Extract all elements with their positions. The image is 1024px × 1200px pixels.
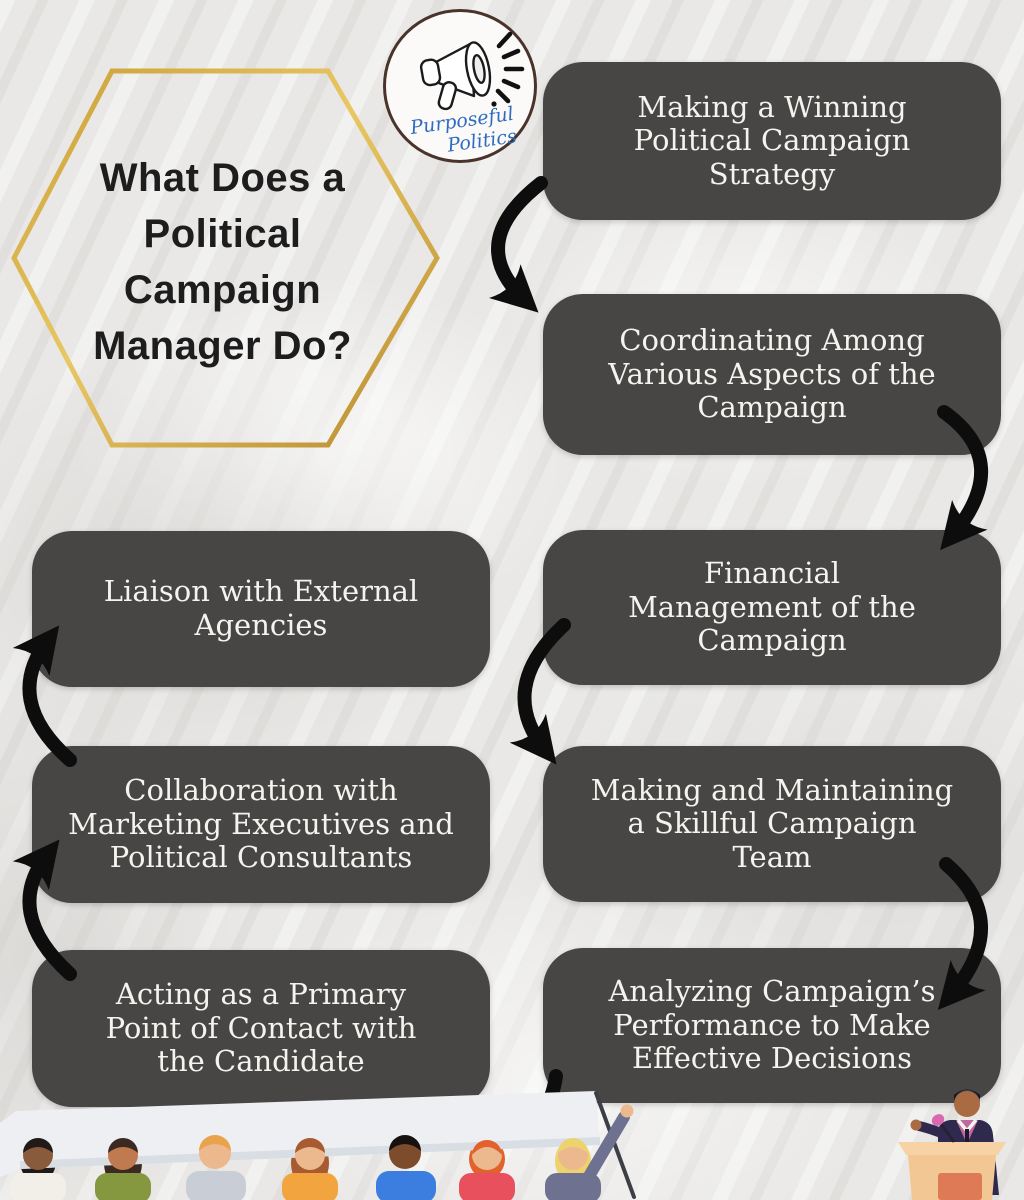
flow-box-campaign-team: Making and Maintaining a Skillful Campai…: [543, 746, 1001, 902]
hexagon-frame: [11, 68, 440, 448]
flow-box-analyzing-performance: Analyzing Campaign’s Performance to Make…: [543, 948, 1001, 1103]
flow-box-financial-management: Financial Management of the Campaign: [543, 530, 1001, 685]
title-line-4: Manager Do?: [93, 324, 352, 368]
flow-box-coordinating-aspects: Coordinating Among Various Aspects of th…: [543, 294, 1001, 455]
megaphone-icon: [419, 31, 525, 111]
title-line-1: What Does a: [99, 156, 346, 200]
page-title: What Does a Political Campaign Manager D…: [30, 150, 415, 374]
flow-box-liaison-agencies: Liaison with External Agencies: [32, 531, 490, 687]
flow-box-winning-strategy: Making a Winning Political Campaign Stra…: [543, 62, 1001, 220]
flow-box-collaboration: Collaboration with Marketing Executives …: [32, 746, 490, 903]
flow-box-primary-contact: Acting as a Primary Point of Contact wit…: [32, 950, 490, 1107]
sound-dot: [491, 101, 497, 107]
brand-logo: Purposeful Politics: [383, 9, 537, 163]
title-line-3: Campaign: [123, 268, 322, 312]
title-line-2: Political: [143, 212, 302, 256]
